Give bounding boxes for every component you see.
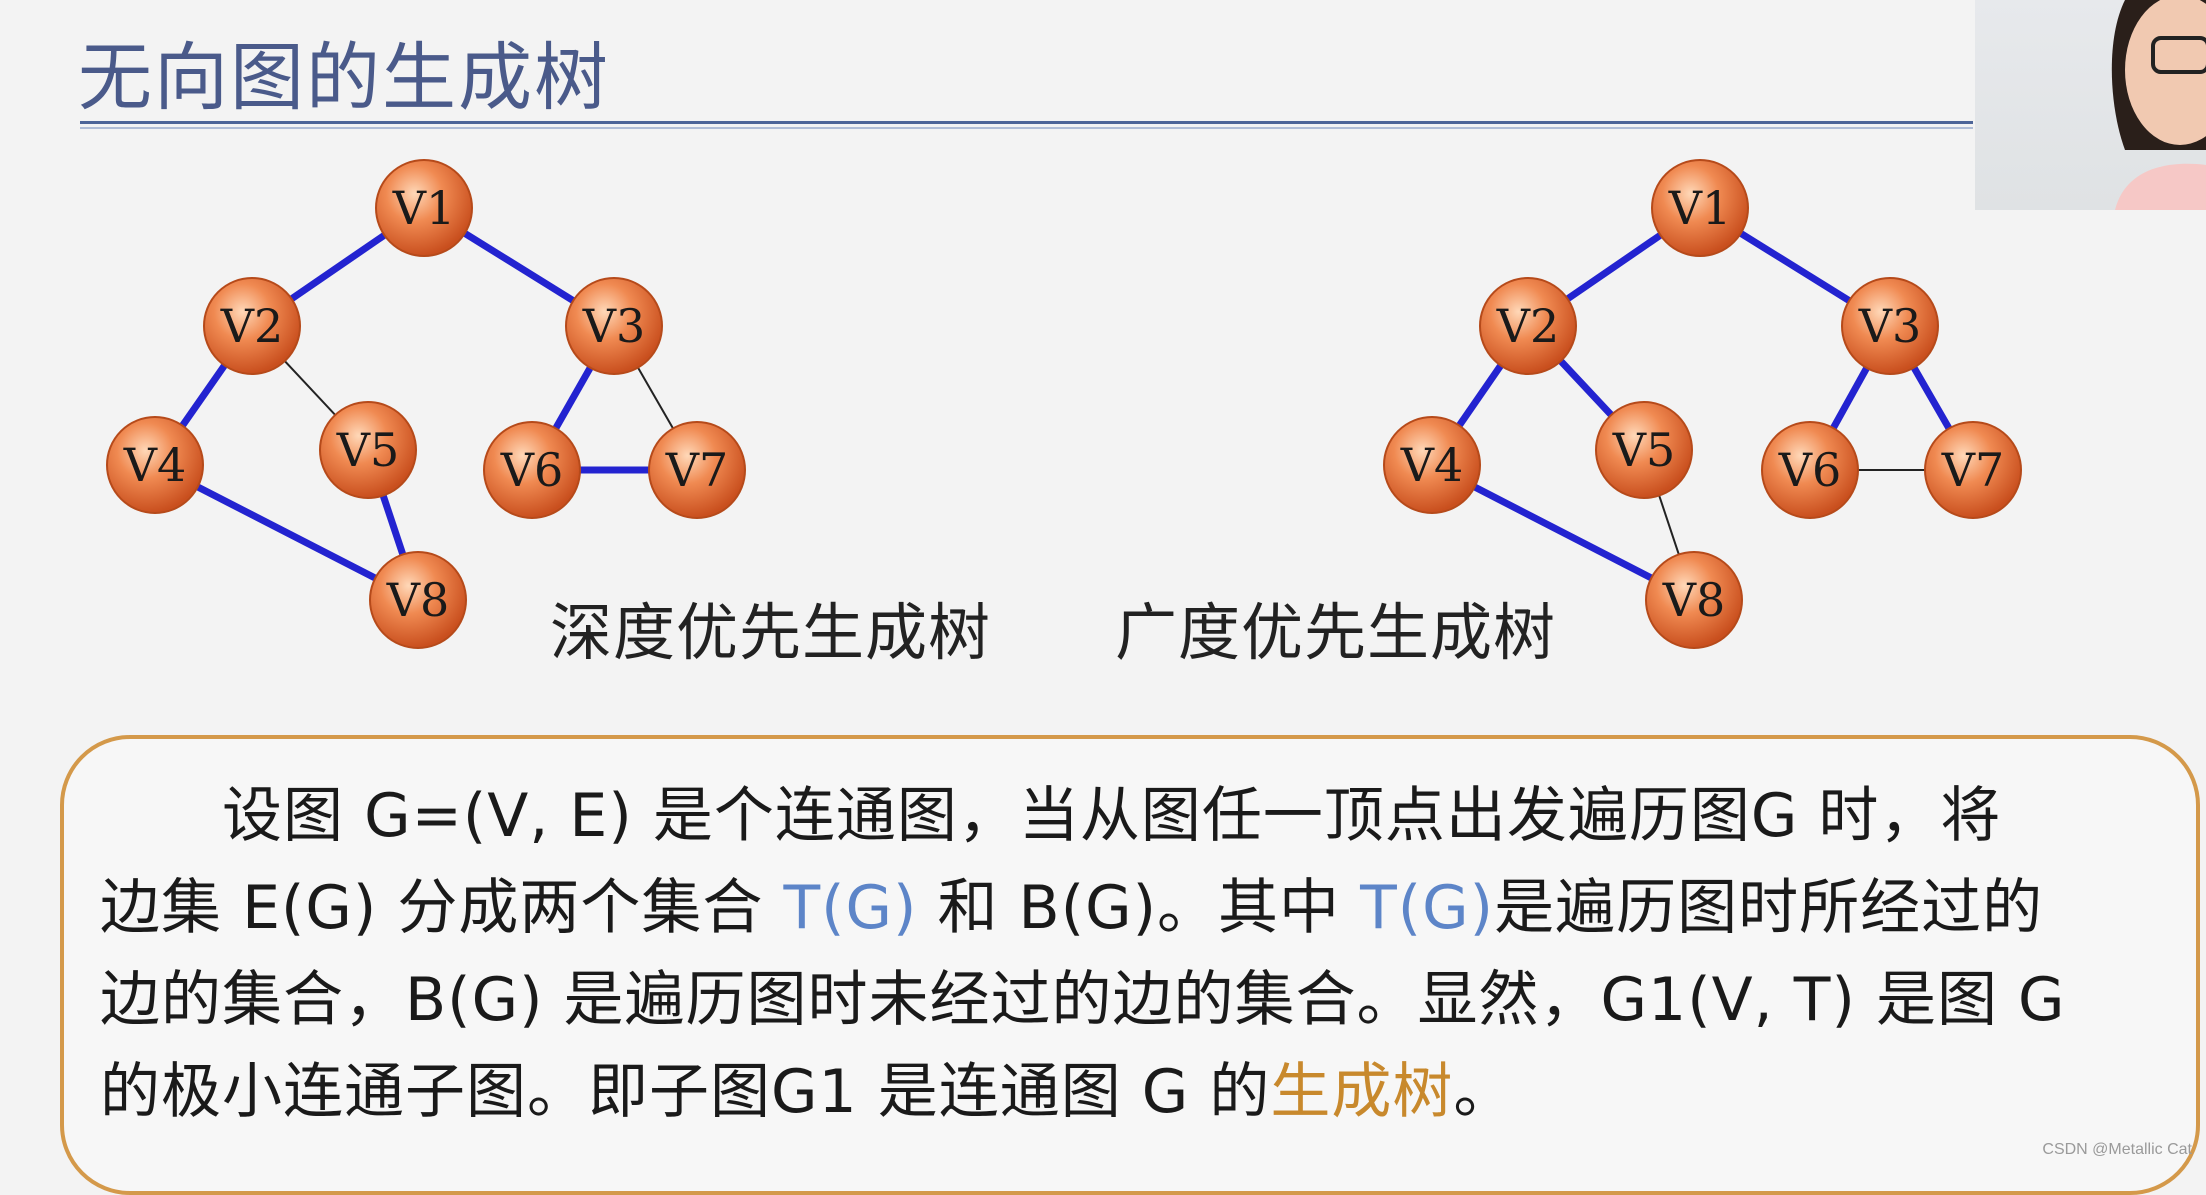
node-v1 [1651, 159, 1749, 257]
tree-edges-term-2: T(G) [1360, 873, 1495, 943]
node-label-v1: V1 [392, 181, 456, 235]
paragraph-line-4: 的极小连通子图。即子图G1 是连通图 G 的生成树。 [100, 1057, 1515, 1127]
tree-edges-term: T(G) [783, 873, 918, 943]
bfs-caption: 广度优先生成树 [1115, 596, 1557, 669]
paragraph-line-2: 边集 E(G) 分成两个集合 T(G) 和 B(G)。其中 T(G)是遍历图时所… [100, 873, 2044, 943]
tree-edge-v4-v8 [1430, 461, 1696, 604]
node-label-v3: V3 [582, 299, 646, 353]
spanning-tree-term: 生成树 [1270, 1057, 1454, 1127]
node-v3 [1841, 277, 1939, 375]
slide-title: 无向图的生成树 [78, 35, 610, 121]
definition-box [60, 735, 2200, 1195]
node-v2 [203, 277, 301, 375]
node-v4 [1383, 416, 1481, 514]
node-label-v7: V7 [665, 443, 729, 497]
node-v1 [375, 159, 473, 257]
paragraph-line-1: 设图 G=(V, E) 是个连通图，当从图任一顶点出发遍历图G 时，将 [222, 781, 2002, 851]
tree-edge-v4-v8 [153, 461, 420, 604]
paragraph-line-3: 边的集合，B(G) 是遍历图时未经过的边的集合。显然，G1(V, T) 是图 G [100, 965, 2066, 1035]
node-label-v2: V2 [1496, 299, 1560, 353]
node-v8 [369, 551, 467, 649]
node-v7 [648, 421, 746, 519]
node-v5 [319, 401, 417, 499]
node-label-v5: V5 [1612, 423, 1676, 477]
node-label-v8: V8 [1662, 573, 1726, 627]
node-label-v8: V8 [386, 573, 450, 627]
node-label-v6: V6 [1778, 443, 1842, 497]
node-label-v4: V4 [123, 438, 187, 492]
definition-paragraph: 设图 G=(V, E) 是个连通图，当从图任一顶点出发遍历图G 时，将 边集 E… [100, 770, 2180, 1138]
node-label-v1: V1 [1668, 181, 1732, 235]
node-v6 [1761, 421, 1859, 519]
dfs-caption: 深度优先生成树 [550, 596, 992, 669]
node-v7 [1924, 421, 2022, 519]
node-label-v3: V3 [1858, 299, 1922, 353]
node-v2 [1479, 277, 1577, 375]
node-v3 [565, 277, 663, 375]
node-v8 [1645, 551, 1743, 649]
node-label-v4: V4 [1400, 438, 1464, 492]
node-label-v6: V6 [500, 443, 564, 497]
presenter-webcam-image [1975, 0, 2206, 210]
node-label-v2: V2 [220, 299, 284, 353]
watermark: CSDN @Metallic Cat [2042, 1141, 2192, 1158]
node-label-v7: V7 [1941, 443, 2005, 497]
node-v4 [106, 416, 204, 514]
title-divider [80, 121, 1973, 131]
node-v5 [1595, 401, 1693, 499]
node-label-v5: V5 [336, 423, 400, 477]
node-v6 [483, 421, 581, 519]
